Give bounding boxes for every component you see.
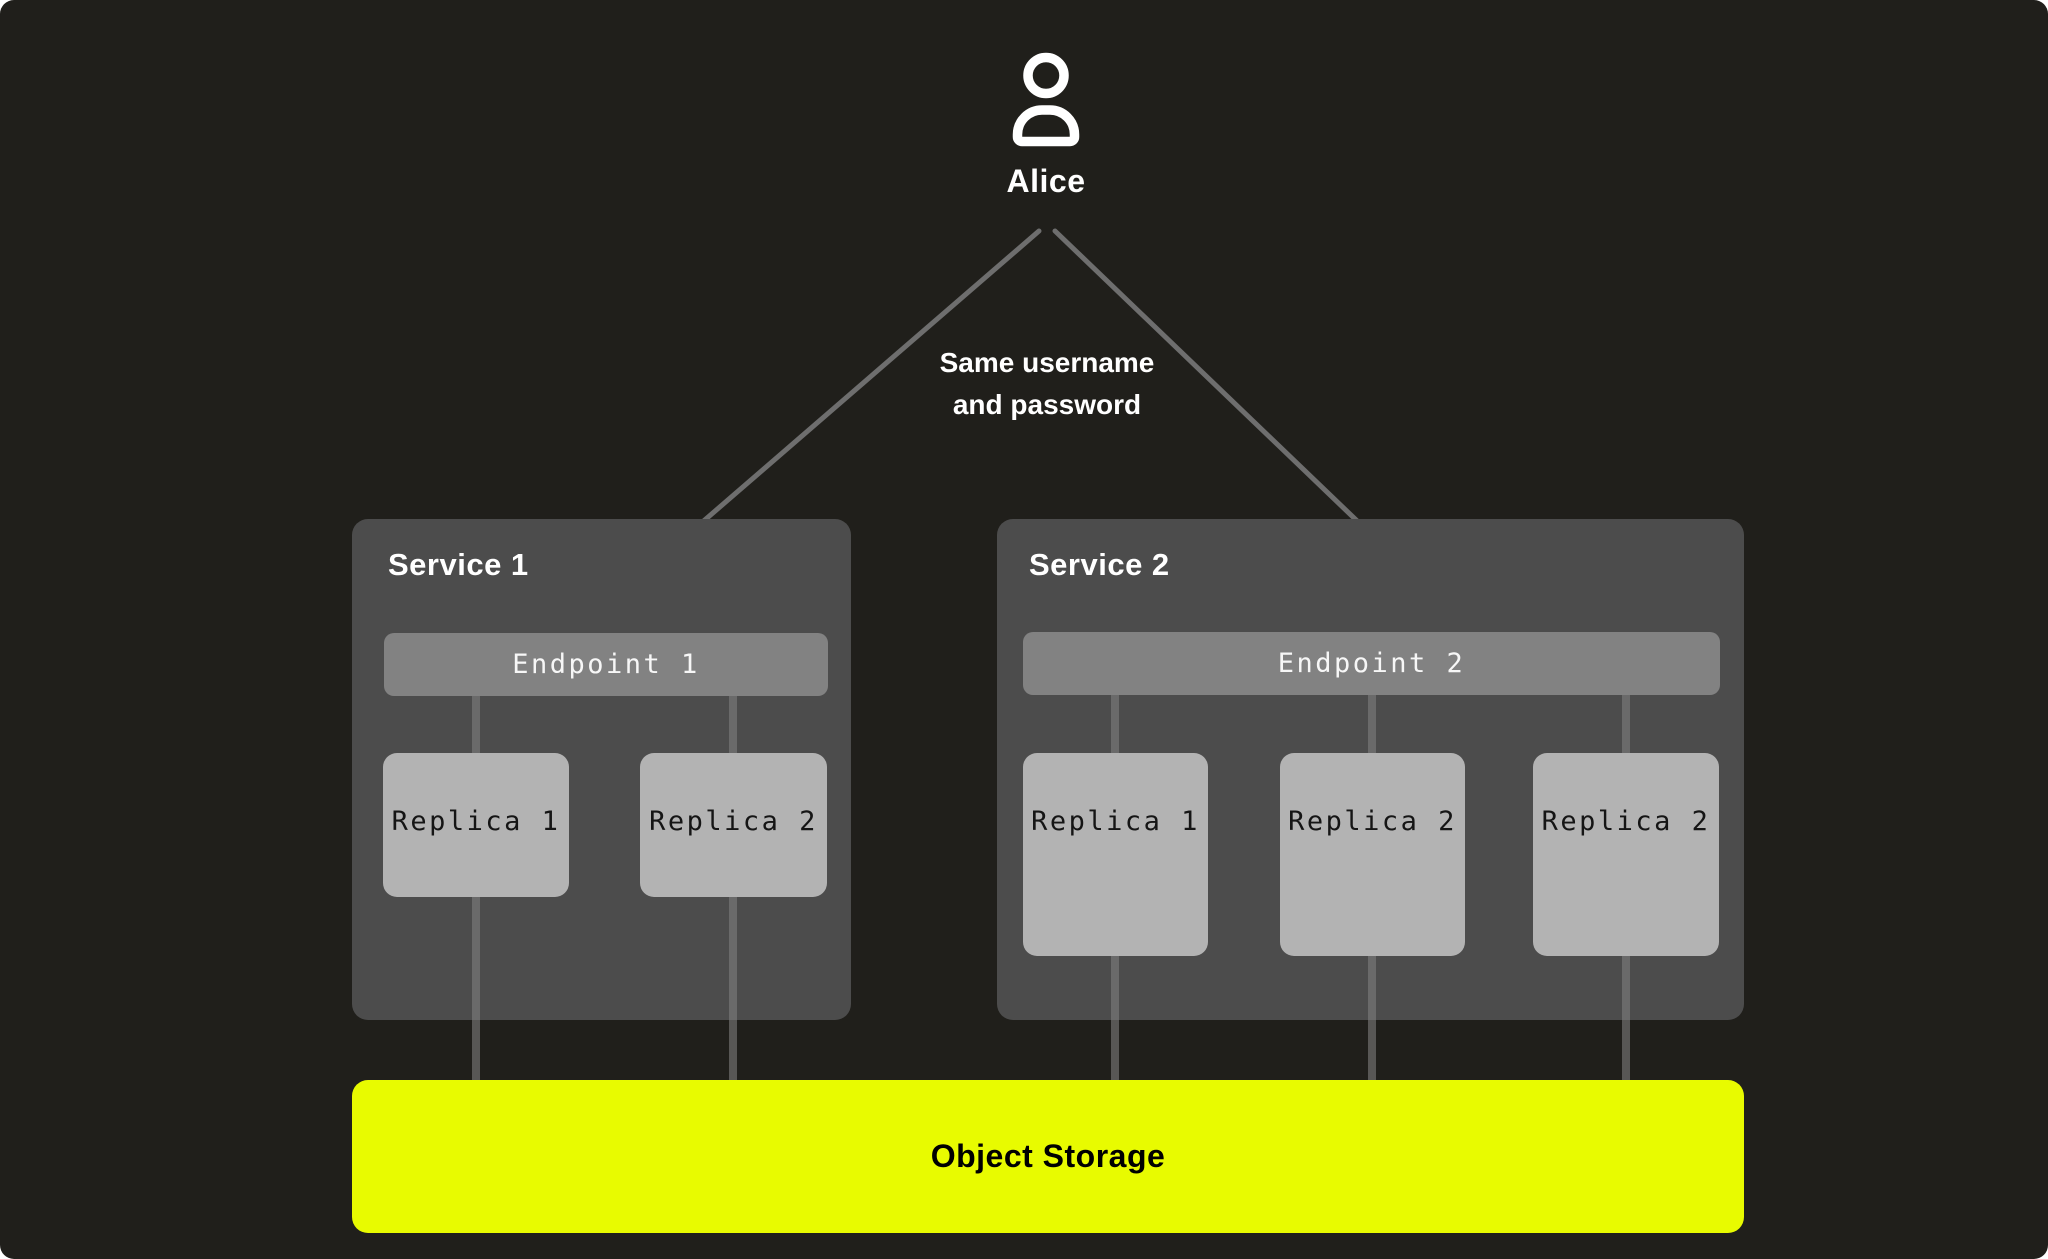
- service-2-replica-3: Replica 2: [1533, 753, 1719, 956]
- service-2-replica-2: Replica 2: [1280, 753, 1465, 956]
- user-name-label: Alice: [1006, 163, 1086, 199]
- service-1-box: Service 1 Endpoint 1 Replica 1 Replica 2: [352, 519, 851, 1020]
- service-1-title: Service 1: [388, 547, 529, 582]
- object-storage-label: Object Storage: [930, 1138, 1166, 1174]
- service-1-replica-2: Replica 2: [640, 753, 827, 897]
- service-1-replica-1: Replica 1: [383, 753, 569, 897]
- service-2-title: Service 2: [1029, 547, 1170, 582]
- service-2-box: Service 2 Endpoint 2 Replica 1 Replica 2…: [997, 519, 1744, 1020]
- object-storage-box: Object Storage: [352, 1080, 1744, 1233]
- endpoint-1-box: Endpoint 1: [384, 633, 828, 696]
- stub-s1-r1: [472, 1020, 480, 1080]
- credentials-note: Same username and password: [790, 342, 1304, 426]
- credentials-note-line1: Same username: [939, 347, 1155, 378]
- endpoint-2-box: Endpoint 2: [1023, 632, 1720, 695]
- service-2-replica-1: Replica 1: [1023, 753, 1208, 956]
- person-icon: [1012, 52, 1080, 147]
- stub-s2-r3: [1622, 1020, 1630, 1080]
- stub-s1-r2: [729, 1020, 737, 1080]
- stub-s2-r2: [1368, 1020, 1376, 1080]
- stub-s2-r1: [1111, 1020, 1119, 1080]
- credentials-note-line2: and password: [952, 389, 1142, 420]
